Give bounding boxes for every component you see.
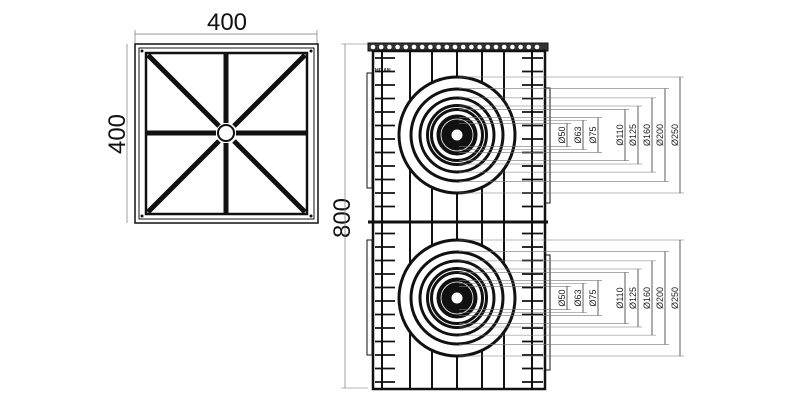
rim-hole	[419, 44, 425, 50]
diameter-label: Ø250	[670, 287, 680, 309]
inlet-ring	[409, 87, 505, 183]
inlet-ring	[418, 259, 496, 337]
chamber-body	[371, 49, 547, 391]
diameter-label: Ø200	[655, 287, 665, 309]
rim-hole	[436, 44, 441, 50]
rim-hole	[534, 44, 540, 50]
diameter-label: Ø75	[588, 126, 598, 143]
rim-hole	[411, 44, 417, 50]
diameter-label: Ø110	[615, 287, 625, 308]
rim-hole	[493, 44, 499, 50]
center-drain-hole	[217, 124, 235, 142]
grate	[144, 51, 309, 216]
rim-hole	[370, 44, 376, 50]
brand-mark: HIXAN	[375, 68, 391, 74]
rim-hole	[485, 44, 491, 50]
inlet-opening	[450, 128, 464, 142]
rim-hole	[428, 44, 433, 50]
rim-hole	[510, 44, 515, 50]
top-view: 400 400	[104, 9, 319, 224]
rim-hole	[378, 44, 384, 50]
inlet-ring	[430, 108, 484, 162]
width-dimension-label: 400	[207, 9, 247, 36]
diameter-label: Ø160	[642, 124, 652, 146]
diameter-label: Ø63	[573, 289, 583, 306]
inlet-ring	[426, 267, 488, 329]
rim-hole	[501, 44, 507, 50]
rim-hole	[477, 44, 482, 50]
rim-hole	[452, 44, 458, 50]
diameter-label: Ø110	[615, 124, 625, 145]
rim-hole	[526, 44, 532, 50]
rim-hole	[518, 44, 523, 50]
diameter-label: Ø125	[628, 287, 638, 309]
diameter-label: Ø250	[670, 124, 680, 146]
inlet-ring	[430, 271, 484, 325]
diameter-label: Ø160	[642, 287, 652, 309]
diameter-label: Ø75	[588, 289, 598, 306]
rim-hole	[395, 44, 400, 50]
rim-hole	[460, 44, 466, 50]
rim-hole	[469, 44, 474, 50]
depth-dimension-label: 400	[104, 114, 131, 154]
rim-holes	[370, 44, 540, 50]
inlet-ring	[426, 104, 488, 166]
diameter-label: Ø50	[557, 289, 567, 306]
diameter-label: Ø200	[655, 124, 665, 146]
diameter-label: Ø125	[628, 124, 638, 146]
inlet-ring	[409, 250, 505, 346]
rim-hole	[387, 44, 392, 50]
height-dimension-label: 800	[329, 198, 356, 238]
rim-hole	[403, 44, 409, 50]
diameter-label: Ø50	[557, 126, 567, 143]
inlet-ring	[418, 96, 496, 174]
diameter-label: Ø63	[573, 126, 583, 143]
rim-hole	[444, 44, 450, 50]
inlet-opening	[450, 291, 464, 305]
outer-frame	[134, 43, 319, 224]
